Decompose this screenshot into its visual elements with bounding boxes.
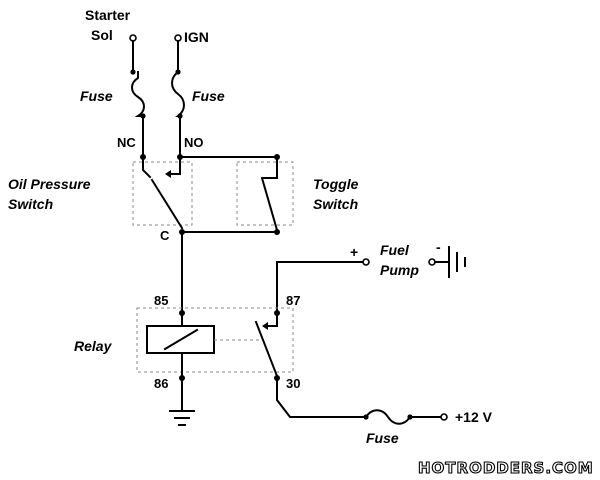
plus-label: + — [350, 244, 358, 260]
coil-slash — [163, 328, 199, 351]
toggle-blade — [260, 176, 279, 232]
toggle-bottom-dot — [274, 229, 280, 235]
oil-pressure-label-line2: Switch — [8, 196, 53, 212]
oil-pressure-switch-box — [132, 161, 193, 226]
starter-label: Starter — [85, 7, 131, 23]
no-label: NO — [184, 135, 204, 150]
pin-86-label: 86 — [154, 376, 168, 391]
oil-switch-blade — [150, 178, 184, 230]
toggle-top-dot — [274, 154, 280, 160]
fuel-pump-label: Fuel — [380, 242, 410, 258]
nc-dot — [140, 154, 146, 160]
fuse-left-dot-bottom — [140, 113, 146, 119]
relay-87-arrow-icon — [262, 322, 268, 330]
pin-30-label: 30 — [286, 376, 300, 391]
fuel-pump-plus-terminal — [362, 258, 370, 266]
relay-ground-icon — [169, 410, 195, 426]
fuel-pump-wire — [276, 261, 363, 311]
fuse-bottom-dot-left — [363, 414, 369, 420]
no-dot — [177, 154, 183, 160]
relay-blade — [254, 320, 279, 378]
ign-label: IGN — [184, 29, 209, 45]
fuse-left-label: Fuse — [80, 88, 113, 104]
fuse-bottom-label: Fuse — [366, 430, 399, 446]
fuse-left-dot-top — [130, 69, 136, 75]
relay-87-contact — [265, 312, 278, 327]
fuse-right-dot-bottom — [177, 113, 183, 119]
v12-label: +12 V — [455, 409, 493, 425]
v12-terminal — [440, 413, 448, 421]
pump-ground-icon — [448, 246, 466, 278]
relay-label: Relay — [74, 338, 113, 354]
fuse-bottom-dot-right — [407, 414, 413, 420]
toggle-label-line2: Switch — [313, 196, 358, 212]
fuse-right-dot-top — [175, 69, 181, 75]
nc-contact — [142, 159, 152, 179]
oil-pressure-label: Oil Pressure — [8, 176, 91, 192]
no-arrow-icon — [165, 170, 171, 178]
fuse-right-label: Fuse — [192, 88, 225, 104]
fuel-pump-label-line2: Pump — [380, 262, 419, 278]
toggle-contact — [263, 171, 278, 179]
watermark: HOTRODDERS.COM — [418, 459, 594, 477]
no-contact — [167, 159, 181, 175]
minus-label: - — [436, 239, 441, 255]
starter-wire — [131, 40, 145, 156]
starter-label-line2: Sol — [91, 27, 113, 43]
pin-85-label: 85 — [154, 293, 168, 308]
nc-label: NC — [117, 135, 136, 150]
no-to-toggle-wire — [181, 156, 278, 173]
pin-87-label: 87 — [286, 293, 300, 308]
ign-wire — [171, 40, 185, 156]
c-label: C — [160, 228, 170, 243]
pin-30-wire — [276, 377, 441, 425]
toggle-label: Toggle — [313, 176, 359, 192]
relay-box — [136, 307, 294, 373]
toggle-switch-box — [236, 161, 294, 226]
